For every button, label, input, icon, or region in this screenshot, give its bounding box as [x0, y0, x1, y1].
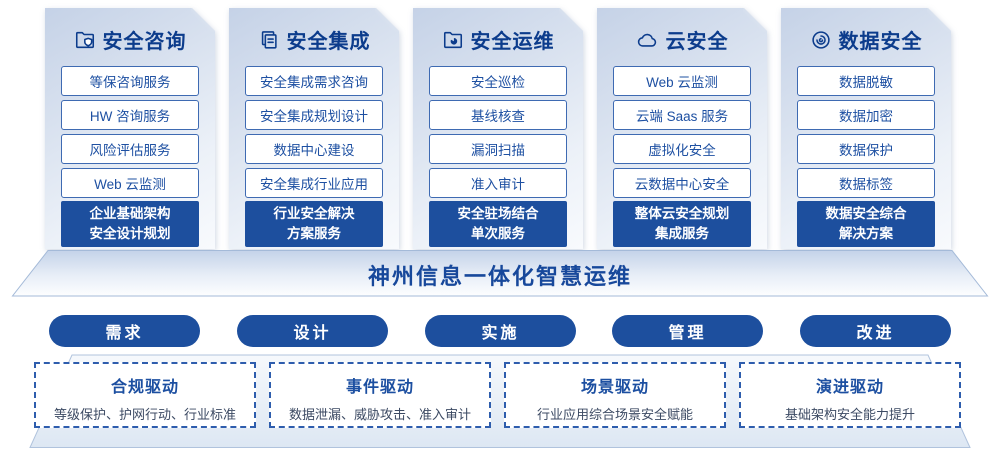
driver-desc: 基础架构安全能力提升 [784, 407, 915, 422]
driver-title: 演进驱动 [815, 379, 884, 396]
driver-box-scenario: 场景驱动 行业应用综合场景安全赋能 [504, 362, 726, 428]
card-footer-highlight: 行业安全解决 方案服务 [245, 201, 383, 247]
service-item: 等保咨询服务 [61, 66, 199, 96]
service-item: 数据加密 [797, 100, 935, 130]
driver-title: 事件驱动 [345, 379, 414, 396]
driver-box-evolution: 演进驱动 基础架构安全能力提升 [739, 362, 961, 428]
driver-title: 合规驱动 [110, 379, 179, 396]
service-item: HW 咨询服务 [61, 100, 199, 130]
service-item: Web 云监测 [61, 168, 199, 198]
card-footer-highlight: 整体云安全规划 集成服务 [613, 201, 751, 247]
driver-box-compliance: 合规驱动 等级保护、护网行动、行业标准 [34, 362, 256, 428]
service-item: 准入审计 [429, 168, 567, 198]
banner-title: 神州信息一体化智慧运维 [367, 264, 632, 289]
driver-desc: 等级保护、护网行动、行业标准 [53, 407, 236, 422]
service-item: Web 云监测 [613, 66, 751, 96]
service-item: 安全集成规划设计 [245, 100, 383, 130]
card-footer-highlight: 企业基础架构 安全设计规划 [61, 201, 199, 247]
banner-trapezoid [11, 250, 989, 297]
service-item: 基线核查 [429, 100, 567, 130]
driver-box-incident: 事件驱动 数据泄漏、威胁攻击、准入审计 [269, 362, 491, 428]
service-item: 漏洞扫描 [429, 134, 567, 164]
folder-shield-icon [74, 29, 96, 51]
fingerprint-icon [810, 29, 832, 51]
service-item: 云数据中心安全 [613, 168, 751, 198]
process-pill-implementation: 实施 [425, 315, 576, 347]
card-title: 数据安全 [838, 31, 923, 53]
service-item: 安全巡检 [429, 66, 567, 96]
card-title: 云安全 [665, 31, 729, 53]
service-item: 虚拟化安全 [613, 134, 751, 164]
card-footer-highlight: 数据安全综合 解决方案 [797, 201, 935, 247]
process-pill-design: 设计 [237, 315, 388, 347]
service-item: 数据脱敏 [797, 66, 935, 96]
driver-desc: 行业应用综合场景安全赋能 [536, 407, 693, 422]
card-title: 安全集成 [286, 31, 371, 53]
process-pill-management: 管理 [612, 315, 763, 347]
service-item: 风险评估服务 [61, 134, 199, 164]
documents-icon [258, 29, 280, 51]
service-item: 数据中心建设 [245, 134, 383, 164]
service-item: 云端 Saas 服务 [613, 100, 751, 130]
service-item: 数据标签 [797, 168, 935, 198]
process-pill-requirement: 需求 [49, 315, 200, 347]
card-footer-highlight: 安全驻场结合 单次服务 [429, 201, 567, 247]
card-title: 安全咨询 [102, 31, 187, 53]
driver-desc: 数据泄漏、威胁攻击、准入审计 [288, 407, 471, 422]
cloud-icon [636, 29, 659, 51]
service-item: 安全集成行业应用 [245, 168, 383, 198]
folder-clock-icon [442, 29, 464, 51]
process-pill-improvement: 改进 [800, 315, 951, 347]
card-title: 安全运维 [470, 31, 555, 53]
service-item: 安全集成需求咨询 [245, 66, 383, 96]
driver-title: 场景驱动 [580, 379, 649, 396]
service-item: 数据保护 [797, 134, 935, 164]
